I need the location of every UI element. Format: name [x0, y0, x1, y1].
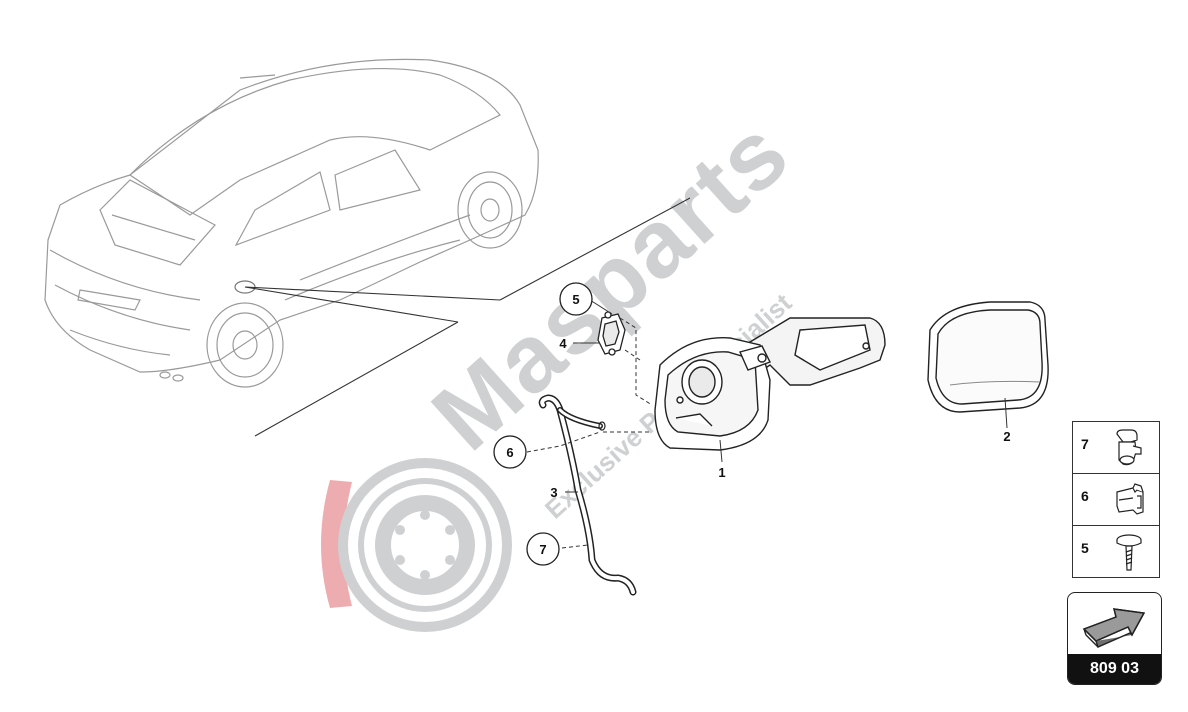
clip-icon — [1116, 429, 1142, 466]
page-code: 809 03 — [1068, 654, 1161, 684]
legend-number: 7 — [1081, 436, 1089, 452]
fuel-filler-housing — [654, 317, 886, 451]
next-page-card[interactable]: 809 03 — [1067, 592, 1162, 685]
callout-4: 4 — [559, 336, 567, 351]
leader-lines — [526, 299, 1008, 549]
svg-text:7: 7 — [539, 542, 546, 557]
legend-number: 6 — [1081, 488, 1089, 504]
callout-1: 1 — [718, 465, 725, 480]
screw-icon — [1116, 534, 1142, 571]
svg-text:5: 5 — [572, 292, 579, 307]
arrow-icon — [1082, 608, 1146, 648]
zoom-lines — [244, 197, 691, 437]
svg-text:6: 6 — [506, 445, 513, 460]
legend-number: 5 — [1081, 540, 1089, 556]
legend-row: 5 — [1073, 526, 1159, 578]
fuel-flap-cover — [927, 301, 1049, 413]
callout-5: 5 — [559, 282, 593, 316]
callout-3: 3 — [550, 485, 557, 500]
small-parts-legend: 7 6 5 — [1072, 421, 1160, 578]
callout-6: 6 — [493, 435, 527, 469]
watermark-disc-icon — [338, 458, 512, 632]
legend-row: 6 — [1073, 474, 1159, 526]
legend-row: 7 — [1073, 422, 1159, 474]
fuel-lock-actuator — [597, 311, 626, 356]
car-illustration — [44, 58, 539, 388]
callout-2: 2 — [1003, 429, 1010, 444]
callout-7: 7 — [526, 532, 560, 566]
bracket-clip-icon — [1116, 483, 1144, 515]
drain-hose — [538, 394, 637, 596]
